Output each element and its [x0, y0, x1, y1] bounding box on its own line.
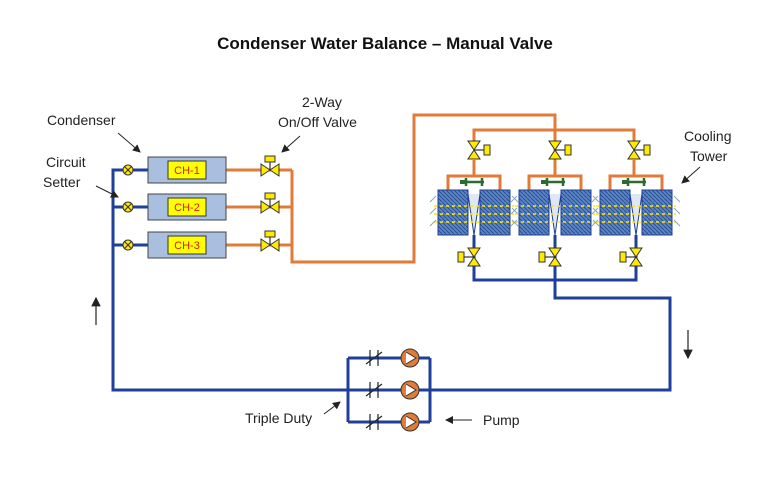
circuit-setter-leader-arrow: [95, 185, 119, 198]
tower-inlet-valve-icon: [627, 140, 651, 160]
circuit-setter-icon: [122, 201, 134, 213]
tower-outlet-valve-icon: [538, 247, 562, 267]
circuit-setter-label-line2: Setter: [43, 174, 81, 190]
tower-outlet-valve-icon: [457, 247, 481, 267]
tower-inlet-valve-icon: [467, 140, 491, 160]
cooling-tower-cell-icon: [509, 176, 601, 237]
diagram-title: Condenser Water Balance – Manual Valve: [217, 34, 553, 53]
cooling-tower-label-line1: Cooling: [684, 128, 732, 144]
cooling-tower-label-line2: Tower: [690, 148, 728, 164]
tower-outlet-valve-icon: [619, 247, 643, 267]
cooling-tower-cell-icon: [428, 176, 520, 237]
cooling-tower-leader-arrow: [681, 166, 701, 184]
two-way-valve-icon: [260, 230, 280, 252]
chiller-label: CH-3: [174, 240, 200, 252]
tower-inlet-valve-icon: [548, 140, 572, 160]
pump-label: Pump: [483, 412, 520, 428]
circuit-setter-icon: [122, 164, 134, 176]
condenser-label: Condenser: [47, 112, 116, 128]
chiller-label: CH-1: [174, 165, 200, 177]
triple-duty-leader-arrow: [323, 401, 341, 415]
pump-set: [348, 348, 430, 432]
valve-leader-arrow: [281, 135, 301, 153]
chiller-ch-2: CH-2: [147, 193, 227, 221]
valve-label-line1: 2-Way: [302, 94, 342, 110]
return-piping: [226, 113, 664, 264]
circuit-setter-icon: [122, 239, 134, 251]
circuit-setter-label-line1: Circuit: [46, 154, 86, 170]
triple-duty-label: Triple Duty: [245, 410, 313, 426]
chiller-label: CH-2: [174, 202, 200, 214]
two-way-valve-icon: [260, 192, 280, 214]
valve-label-line2: On/Off Valve: [278, 114, 357, 130]
cooling-tower-cell-icon: [590, 176, 682, 237]
chiller-ch-3: CH-3: [147, 231, 227, 259]
condenser-leader-arrow: [117, 132, 141, 153]
two-way-valve-icon: [260, 155, 280, 177]
chiller-ch-1: CH-1: [147, 156, 227, 184]
